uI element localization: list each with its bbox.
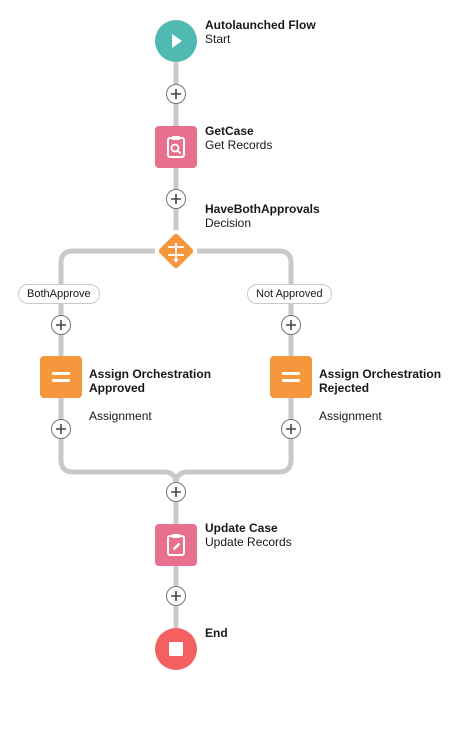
add-element-button[interactable] — [166, 482, 186, 502]
plus-icon — [171, 194, 181, 204]
add-element-button[interactable] — [281, 315, 301, 335]
assignment-lines-icon — [282, 372, 300, 382]
assign-approved-label: Assign Orchestration Approved Assignment — [89, 353, 211, 437]
assign-rejected-label: Assign Orchestration Rejected Assignment — [319, 353, 441, 437]
getcase-type: Get Records — [205, 138, 273, 152]
assign-rejected-title: Assign Orchestration Rejected — [319, 367, 442, 395]
add-element-button[interactable] — [281, 419, 301, 439]
assignment-lines-icon — [52, 372, 70, 382]
plus-icon — [171, 591, 181, 601]
start-label: Autolaunched Flow Start — [205, 18, 316, 46]
end-label: End — [205, 626, 228, 640]
decision-node[interactable] — [155, 230, 197, 272]
add-element-button[interactable] — [51, 419, 71, 439]
assign-approved-title: Assign Orchestration Approved — [89, 367, 212, 395]
update-case-type: Update Records — [205, 535, 292, 549]
add-element-button[interactable] — [166, 586, 186, 606]
end-node[interactable] — [155, 628, 197, 670]
clipboard-search-icon — [167, 136, 185, 158]
decision-title: HaveBothApprovals — [205, 202, 320, 216]
plus-icon — [171, 89, 181, 99]
plus-icon — [286, 320, 296, 330]
add-element-button[interactable] — [166, 189, 186, 209]
decision-label: HaveBothApprovals Decision — [205, 202, 320, 230]
connector-right-branch — [173, 248, 294, 485]
play-icon — [172, 34, 182, 48]
update-case-label: Update Case Update Records — [205, 521, 292, 549]
stop-icon — [169, 642, 183, 656]
clipboard-pencil-icon — [167, 534, 185, 556]
getcase-title: GetCase — [205, 124, 254, 138]
branch-label-bothapprove[interactable]: BothApprove — [18, 284, 100, 304]
decision-arrows-icon — [168, 243, 184, 263]
assign-approved-type: Assignment — [89, 409, 152, 423]
add-element-button[interactable] — [51, 315, 71, 335]
assign-rejected-type: Assignment — [319, 409, 382, 423]
assign-rejected-node[interactable] — [270, 356, 312, 398]
getcase-node[interactable] — [155, 126, 197, 168]
getcase-label: GetCase Get Records — [205, 124, 272, 152]
branch-label-not-approved[interactable]: Not Approved — [247, 284, 332, 304]
start-type: Start — [205, 32, 231, 46]
decision-type: Decision — [205, 216, 252, 230]
plus-icon — [286, 424, 296, 434]
end-title: End — [205, 626, 228, 640]
update-case-node[interactable] — [155, 524, 197, 566]
start-title: Autolaunched Flow — [205, 18, 316, 32]
start-node[interactable] — [155, 20, 197, 62]
assign-approved-node[interactable] — [40, 356, 82, 398]
plus-icon — [56, 320, 66, 330]
add-element-button[interactable] — [166, 84, 186, 104]
plus-icon — [171, 487, 181, 497]
plus-icon — [56, 424, 66, 434]
update-case-title: Update Case — [205, 521, 278, 535]
connector-left-branch — [58, 248, 179, 485]
decision-shape — [158, 233, 194, 269]
